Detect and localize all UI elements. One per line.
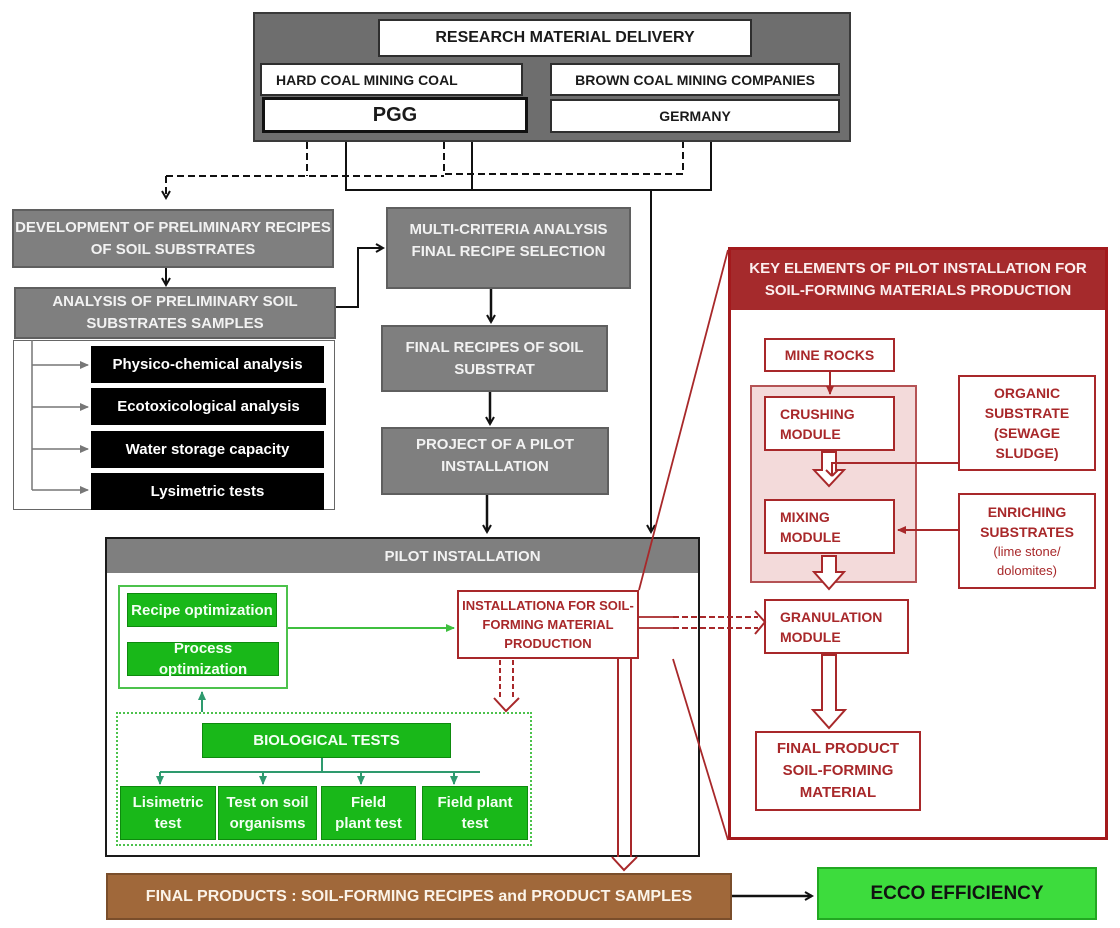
development-preliminary-recipes-box: DEVELOPMENT OF PRELIMINARY RECIPES OF SO… [12,209,334,268]
biological-tests-frame [116,712,532,846]
mine-rocks-box: MINE ROCKS [764,338,895,372]
dashed-feed-lines [166,142,684,198]
bio-test-field-plant-1: Field plant test [321,786,416,840]
hard-coal-label: HARD COAL MINING COAL [260,63,523,96]
test-physico-chemical: Physico-chemical analysis [91,346,324,383]
pgg-box: PGG [262,97,528,133]
analysis-preliminary-samples-box: ANALYSIS OF PRELIMINARY SOIL SUBSTRATES … [14,287,336,339]
key-elements-title: KEY ELEMENTS OF PILOT INSTALLATION FOR S… [731,250,1105,310]
test-water-storage: Water storage capacity [91,431,324,468]
granulation-module-box: GRANULATION MODULE [764,599,909,654]
bio-test-field-plant-2: Field plant test [422,786,528,840]
germany-box: GERMANY [550,99,840,133]
crushing-module-box: CRUSHING MODULE [764,396,895,451]
bio-test-lisimetric: Lisimetric test [120,786,216,840]
enriching-substrates-box: ENRICHING SUBSTRATES (lime stone/ dolomi… [958,493,1096,589]
recipe-optimization-box: Recipe optimization [127,593,277,627]
mixing-module-box: MIXING MODULE [764,499,895,554]
pilot-installation-title: PILOT INSTALLATION [107,539,698,573]
final-products-box: FINAL PRODUCTS : SOIL-FORMING RECIPES an… [106,873,732,920]
installation-soil-forming-box: INSTALLATIONA FOR SOIL-FORMING MATERIAL … [457,590,639,659]
enriching-substrates-title: ENRICHING SUBSTRATES [980,504,1074,540]
final-recipes-box: FINAL RECIPES OF SOIL SUBSTRAT [381,325,608,392]
project-pilot-installation-box: PROJECT OF A PILOT INSTALLATION [381,427,609,495]
biological-tests-title: BIOLOGICAL TESTS [202,723,451,758]
ecco-efficiency-box: ECCO EFFICIENCY [817,867,1097,920]
test-lysimetric: Lysimetric tests [91,473,324,510]
final-product-box: FINAL PRODUCT SOIL-FORMING MATERIAL [755,731,921,811]
delivery-title: RESEARCH MATERIAL DELIVERY [378,19,752,57]
organic-substrate-box: ORGANIC SUBSTRATE (SEWAGE SLUDGE) [958,375,1096,471]
process-optimization-box: Process optimization [127,640,279,678]
bio-test-soil-organisms: Test on soil organisms [218,786,317,840]
test-ecotoxicological: Ecotoxicological analysis [91,388,326,425]
brown-coal-label: BROWN COAL MINING COMPANIES [550,63,840,96]
enriching-substrates-note: (lime stone/ dolomites) [993,544,1061,578]
multi-criteria-analysis-box: MULTI-CRITERIA ANALYSIS FINAL RECIPE SEL… [386,207,631,289]
